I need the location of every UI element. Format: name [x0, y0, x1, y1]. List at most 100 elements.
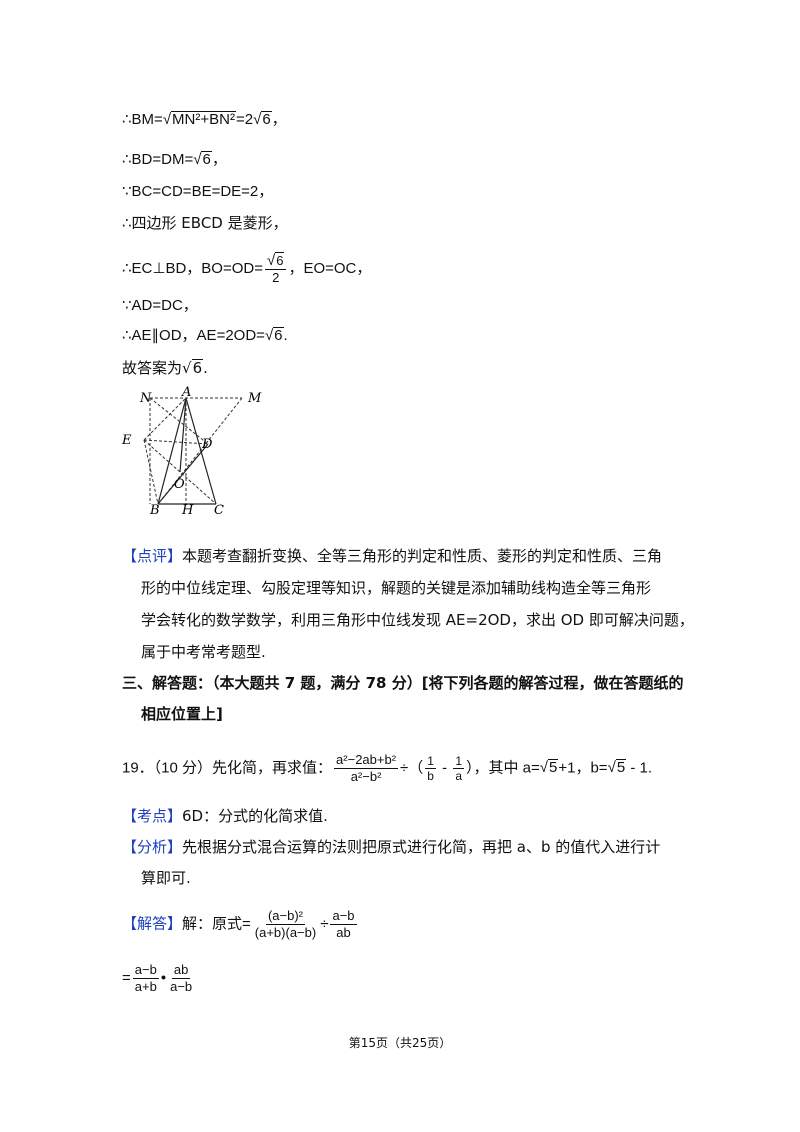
step-ad: ∵AD=DC，: [122, 297, 198, 314]
kaodian-line: 【考点】6D：分式的化简求值.: [122, 806, 328, 826]
radicand: 5: [548, 759, 559, 777]
denominator: b: [427, 769, 434, 783]
denominator: (a+b)(a−b): [254, 925, 317, 940]
numerator: a−b: [132, 962, 159, 979]
label-c: C: [214, 503, 224, 518]
comment-tag: 【点评】: [122, 547, 183, 565]
kaodian-tag: 【考点】: [122, 807, 183, 825]
step-rhombus: ∴四边形 EBCD 是菱形，: [122, 214, 288, 232]
sqrt-expression: √6: [193, 151, 212, 168]
section-heading-cont: 相应位置上]: [141, 705, 223, 723]
comment-line-1: 【点评】本题考查翻折变换、全等三角形的判定和性质、菱形的判定和性质、三角: [122, 546, 662, 566]
sqrt-expression: √5: [539, 759, 559, 777]
sqrt-expression: √5: [607, 759, 627, 777]
fraction: (a−b)²(a+b)(a−b): [253, 908, 318, 941]
question-text: - 1.: [626, 759, 652, 777]
step-text: .: [203, 359, 208, 377]
comment-line-4: 属于中考常考题型.: [141, 643, 266, 661]
radicand: 6: [201, 151, 212, 168]
radicand: MN²+BN²: [171, 111, 236, 128]
numerator: 1: [425, 754, 436, 769]
numerator: a−b: [330, 908, 357, 925]
kaodian-text: 6D：分式的化简求值.: [182, 807, 328, 825]
label-d: D: [201, 437, 213, 452]
comment-text: 本题考查翻折变换、全等三角形的判定和性质、菱形的判定和性质、三角: [182, 547, 663, 565]
segment-ac: [185, 397, 217, 505]
step-ae: ∴AE∥OD，AE=2OD=√6.: [122, 326, 288, 346]
sqrt-expression: √6: [264, 327, 284, 344]
step-text: =2: [235, 111, 254, 128]
label-o: O: [174, 477, 185, 492]
step-text: ，: [271, 111, 287, 128]
numerator: ab: [171, 962, 191, 979]
segment-nd: [149, 397, 209, 445]
radicand: 5: [615, 759, 627, 777]
fenxi-line-2: 算即可.: [141, 869, 191, 887]
denominator: a+b: [134, 979, 157, 994]
radicand: 6: [261, 111, 272, 128]
step-bd: ∴BD=DM=√6，: [122, 150, 227, 170]
denominator: a²−b²: [350, 769, 382, 784]
step-text: ，EO=OC，: [288, 259, 372, 277]
label-n: N: [139, 391, 152, 406]
segment-ec: [143, 439, 217, 505]
fenxi-tag: 【分析】: [122, 838, 183, 856]
jieda-text: 解：原式=: [182, 915, 251, 933]
comment-line-2: 形的中位线定理、勾股定理等知识，解题的关键是添加辅助线构造全等三角形: [141, 579, 652, 597]
step-text: ，: [211, 151, 227, 168]
sqrt-expression: √6: [182, 359, 204, 377]
step-bm: ∴BM=√MN²+BN²=2√6，: [122, 110, 287, 130]
sqrt-expression: √6: [253, 111, 272, 128]
question-text: ÷（: [400, 759, 424, 777]
segment-eb: [143, 439, 159, 505]
question-text: +1，b=: [558, 759, 608, 777]
segment-ed: [143, 439, 209, 445]
segment-ab: [157, 397, 187, 505]
label-a: A: [181, 385, 191, 400]
label-b: B: [149, 503, 160, 518]
page-footer: 第15页（共25页）: [348, 1036, 452, 1050]
numerator: (a−b)²: [265, 908, 306, 925]
step-text: ∴AE∥OD，AE=2OD=: [122, 327, 265, 344]
denominator: 2: [272, 270, 280, 285]
denominator: a−b: [170, 979, 193, 994]
step-answer: 故答案为√6.: [122, 358, 208, 378]
jieda-text: =: [122, 969, 131, 987]
step-text: .: [283, 327, 288, 344]
question-text: -: [437, 759, 452, 777]
question-text: ），其中 a=: [466, 759, 540, 777]
label-e: E: [121, 433, 132, 448]
denominator: ab: [336, 925, 351, 940]
jieda-text: ÷: [320, 915, 329, 933]
radicand: 6: [191, 359, 204, 377]
jieda-text: •: [160, 969, 167, 987]
segment-ao: [179, 397, 187, 473]
sqrt-expression: √MN²+BN²: [162, 111, 236, 128]
numerator: 1: [453, 754, 464, 769]
label-m: M: [247, 391, 262, 406]
label-h: H: [181, 503, 194, 518]
step-text: ∴BM=: [122, 111, 163, 128]
question-text: 19．（10 分）先化简，再求值：: [122, 759, 333, 777]
radicand: 6: [275, 252, 285, 268]
step-text: ∴EC⊥BD，BO=OD=: [122, 259, 263, 277]
denominator: a: [455, 769, 462, 783]
comment-line-3: 学会转化的数学数学，利用三角形中位线发现 AE=2OD，求出 OD 即可解决问题…: [141, 611, 694, 629]
step-text: 故答案为: [122, 359, 183, 377]
fenxi-text: 先根据分式混合运算的法则把原式进行化简，再把 a、b 的值代入进行计: [182, 838, 661, 856]
segment-mb: [157, 397, 243, 505]
jieda-tag: 【解答】: [122, 915, 183, 933]
step-text: ∴BD=DM=: [122, 151, 194, 168]
step-bc: ∵BC=CD=BE=DE=2，: [122, 183, 274, 200]
fenxi-line-1: 【分析】先根据分式混合运算的法则把原式进行化简，再把 a、b 的值代入进行计: [122, 837, 660, 857]
